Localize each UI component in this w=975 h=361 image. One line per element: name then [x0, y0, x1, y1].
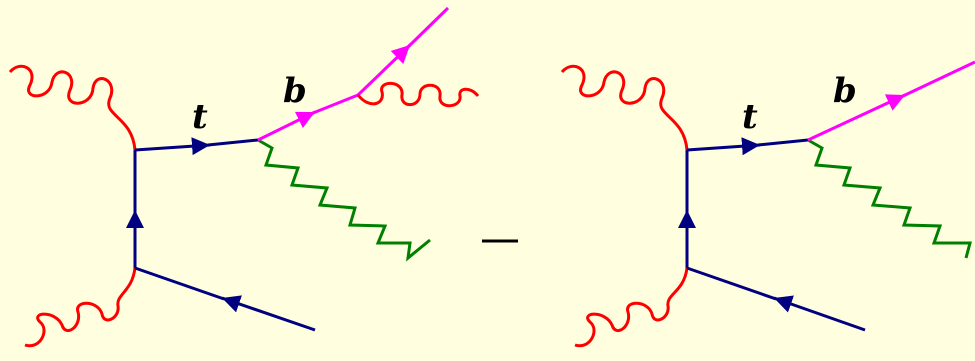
- b-quark-line: [807, 93, 906, 142]
- antiquark-line-rest: [134, 266, 225, 301]
- gluon-incoming-lower: [24, 267, 137, 348]
- gluon-incoming-upper: [8, 64, 137, 151]
- antiquark-line: [773, 295, 866, 332]
- b-quark-outgoing-rest: [406, 6, 450, 49]
- b-quark-outgoing: [356, 43, 412, 97]
- gluon-incoming-upper: [560, 64, 689, 151]
- top-quark-label: t: [742, 97, 758, 137]
- diagram-left: t b: [8, 6, 480, 348]
- w-boson-line: [807, 138, 972, 259]
- b-quark-label: b: [833, 71, 857, 111]
- top-quark-line-rest: [757, 138, 809, 147]
- b-quark-line: [257, 110, 316, 142]
- top-quark-label: t: [192, 97, 208, 137]
- top-quark-line: [134, 137, 211, 156]
- antiquark-line-rest: [686, 266, 777, 301]
- top-quark-line: [686, 137, 761, 156]
- b-quark-line-rest: [312, 93, 359, 115]
- b-quark-line-rest: [902, 60, 975, 98]
- diagram-right: t b: [560, 60, 975, 348]
- gluon-incoming-lower: [574, 267, 689, 348]
- top-quark-line-rest: [207, 138, 259, 147]
- antiquark-line: [221, 295, 316, 332]
- gluon-radiated: [356, 81, 480, 108]
- b-quark-label: b: [283, 71, 307, 111]
- w-boson-line: [257, 138, 431, 262]
